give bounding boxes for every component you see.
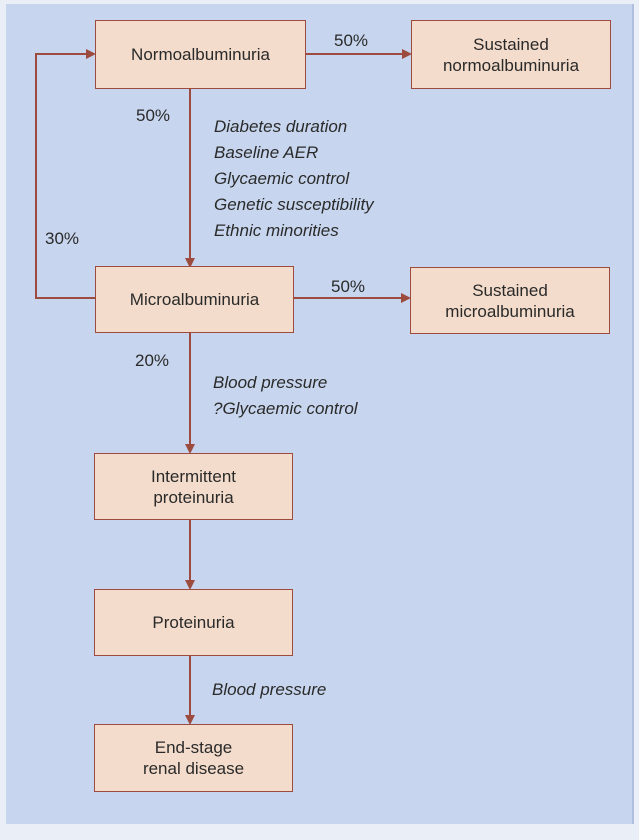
factors-proteinuria-to-esrd: Blood pressure — [212, 677, 326, 703]
node-intermittent-label: Intermittent proteinuria — [150, 466, 237, 507]
label-normo-to-sustained: 50% — [334, 31, 369, 50]
factor-item: Genetic susceptibility — [214, 195, 374, 214]
node-intermittent-proteinuria: Intermittent proteinuria — [94, 453, 293, 520]
factors-micro-to-intermittent: Blood pressure ?Glycaemic control — [213, 370, 358, 422]
label-micro-to-sustained: 50% — [331, 277, 366, 296]
factor-item: Baseline AER — [214, 143, 319, 162]
factor-item: ?Glycaemic control — [213, 399, 358, 418]
node-microalbuminuria-label: Microalbuminuria — [129, 290, 260, 309]
diagram-panel — [6, 4, 634, 824]
node-sustained-micro-label: Sustained microalbuminuria — [445, 280, 575, 321]
factor-item: Ethnic minorities — [214, 221, 339, 240]
node-sustained-microalbuminuria: Sustained microalbuminuria — [410, 267, 610, 334]
node-proteinuria: Proteinuria — [94, 589, 293, 656]
factors-normo-to-micro: Diabetes duration Baseline AER Glycaemic… — [214, 114, 374, 244]
label-micro-to-normo: 30% — [45, 229, 80, 248]
factor-item: Blood pressure — [212, 680, 327, 699]
factor-item: Glycaemic control — [214, 169, 350, 188]
node-normoalbuminuria-label: Normoalbuminuria — [131, 45, 270, 64]
node-normoalbuminuria: Normoalbuminuria — [95, 20, 306, 89]
node-microalbuminuria: Microalbuminuria — [95, 266, 294, 333]
node-end-stage-renal-disease: End-stage renal disease — [94, 724, 293, 792]
node-proteinuria-label: Proteinuria — [152, 613, 235, 632]
node-esrd-label: End-stage renal disease — [142, 738, 245, 778]
node-sustained-normoalbuminuria: Sustained normoalbuminuria — [411, 20, 611, 89]
node-sustained-normo-label: Sustained normoalbuminuria — [442, 34, 580, 75]
label-normo-to-micro: 50% — [136, 106, 171, 125]
label-micro-to-intermittent: 20% — [135, 351, 170, 370]
factor-item: Diabetes duration — [214, 117, 348, 136]
arrow-micro-to-normo — [35, 49, 96, 299]
factor-item: Blood pressure — [213, 373, 328, 392]
